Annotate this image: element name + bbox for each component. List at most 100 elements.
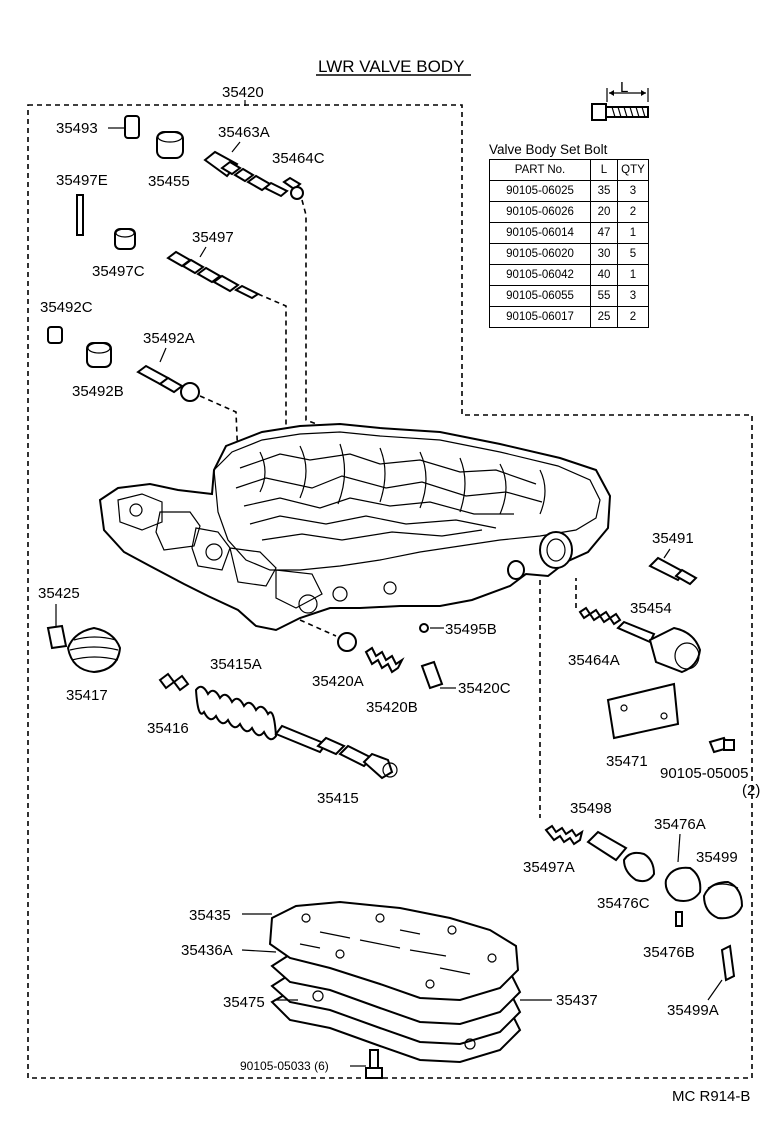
part-35498-valve xyxy=(586,830,628,862)
leader-35476A xyxy=(677,833,681,863)
part-35492B-plug xyxy=(86,342,112,368)
guide-35492A xyxy=(199,395,239,461)
cell-length: 25 xyxy=(590,306,618,328)
part-35497-valve xyxy=(166,250,260,300)
cell-length: 47 xyxy=(590,222,618,244)
callout-35475: 35475 xyxy=(223,994,265,1011)
part-35454-sleeve xyxy=(616,620,702,674)
callout-35499A: 35499A xyxy=(667,1002,719,1019)
leader-35492A xyxy=(159,347,167,363)
callout-35415A: 35415A xyxy=(210,656,262,673)
callout-35492C: 35492C xyxy=(40,299,93,316)
part-35471-cover-plate xyxy=(606,682,680,740)
figure-code: MC R914-B xyxy=(672,1088,750,1105)
callout-35493: 35493 xyxy=(56,120,98,137)
part-35497A-spring xyxy=(544,824,584,846)
part-35464C-spring xyxy=(282,176,304,200)
guide-35464C xyxy=(301,199,339,433)
bolt-length-label: L xyxy=(620,79,628,96)
callout-35497A: 35497A xyxy=(523,859,575,876)
callout-35415: 35415 xyxy=(317,790,359,807)
part-35420B-spring xyxy=(364,646,405,674)
table-row: 90105-06017 25 2 xyxy=(489,306,649,328)
cell-length: 20 xyxy=(590,201,618,223)
callout-35420A: 35420A xyxy=(312,673,364,690)
header-qty: QTY xyxy=(617,159,649,181)
part-35476C-plug xyxy=(622,851,656,883)
cell-part-no: 90105-06025 xyxy=(489,180,591,202)
callout-35455: 35455 xyxy=(148,173,190,190)
callout-35476B: 35476B xyxy=(643,944,695,961)
part-35497C-plug xyxy=(114,228,136,250)
callout-35435: 35435 xyxy=(189,907,231,924)
part-35492C-retainer xyxy=(47,326,63,344)
callout-90105-05005-qty: (2) xyxy=(742,782,760,799)
cell-length: 55 xyxy=(590,285,618,307)
callout-35476C: 35476C xyxy=(597,895,650,912)
guide-35420A xyxy=(299,619,337,637)
cell-length: 30 xyxy=(590,243,618,265)
cell-part-no: 90105-06026 xyxy=(489,201,591,223)
bolt-table-grid: PART No. L QTY 90105-06025 35 3 90105-06… xyxy=(489,159,649,328)
plate-stack xyxy=(268,900,522,1064)
header-length: L xyxy=(590,159,618,181)
cell-qty: 1 xyxy=(617,264,649,286)
callout-35497: 35497 xyxy=(192,229,234,246)
part-35464A-spring xyxy=(578,606,622,626)
part-35415-valve xyxy=(274,724,398,780)
table-header-row: PART No. L QTY xyxy=(489,159,649,181)
callout-35454: 35454 xyxy=(630,600,672,617)
part-35499A-pin xyxy=(720,944,736,982)
table-row: 90105-06026 20 2 xyxy=(489,201,649,223)
part-35495B-ball xyxy=(419,623,429,633)
cell-qty: 2 xyxy=(617,201,649,223)
callout-35420C: 35420C xyxy=(458,680,511,697)
part-35420A-ball xyxy=(337,632,357,652)
diagram-title: LWR VALVE BODY xyxy=(318,57,464,76)
table-row: 90105-06014 47 1 xyxy=(489,222,649,244)
callout-35499: 35499 xyxy=(696,849,738,866)
bolt-table-caption: Valve Body Set Bolt xyxy=(489,142,608,157)
cell-qty: 2 xyxy=(617,306,649,328)
part-35425-retainer xyxy=(46,624,68,650)
table-row: 90105-06020 30 5 xyxy=(489,243,649,265)
cell-qty: 3 xyxy=(617,180,649,202)
callout-35492B: 35492B xyxy=(72,383,124,400)
cell-part-no: 90105-06017 xyxy=(489,306,591,328)
cell-length: 35 xyxy=(590,180,618,202)
callout-35471: 35471 xyxy=(606,753,648,770)
lower-valve-body xyxy=(98,422,612,632)
callout-35491: 35491 xyxy=(652,530,694,547)
cell-qty: 1 xyxy=(617,222,649,244)
part-35476B-pin xyxy=(675,911,683,927)
part-90105-05033-bolt xyxy=(365,1049,383,1079)
guide-35497 xyxy=(257,293,287,430)
callout-35420B: 35420B xyxy=(366,699,418,716)
part-35417-sleeve xyxy=(66,626,122,674)
table-row: 90105-06055 55 3 xyxy=(489,285,649,307)
part-35420C-clip xyxy=(420,660,444,690)
callout-35464A: 35464A xyxy=(568,652,620,669)
callout-35416: 35416 xyxy=(147,720,189,737)
cell-part-no: 90105-06042 xyxy=(489,264,591,286)
leader-35499A xyxy=(707,979,723,1001)
cell-qty: 3 xyxy=(617,285,649,307)
cell-length: 40 xyxy=(590,264,618,286)
callout-35436A: 35436A xyxy=(181,942,233,959)
part-35493-plug xyxy=(124,115,140,139)
cell-qty: 5 xyxy=(617,243,649,265)
callout-90105-05033: 90105-05033 (6) xyxy=(240,1059,329,1073)
table-row: 90105-06025 35 3 xyxy=(489,180,649,202)
callout-35497C: 35497C xyxy=(92,263,145,280)
part-35455-plug xyxy=(156,131,184,159)
part-35416-spring xyxy=(158,672,190,692)
leader-35491 xyxy=(663,548,671,559)
callout-35437: 35437 xyxy=(556,992,598,1009)
callout-35495B: 35495B xyxy=(445,621,497,638)
part-35499-plug xyxy=(702,880,744,920)
callout-35476A: 35476A xyxy=(654,816,706,833)
table-row: 90105-06042 40 1 xyxy=(489,264,649,286)
callout-35498: 35498 xyxy=(570,800,612,817)
part-90105-05005-bolt xyxy=(708,736,735,754)
